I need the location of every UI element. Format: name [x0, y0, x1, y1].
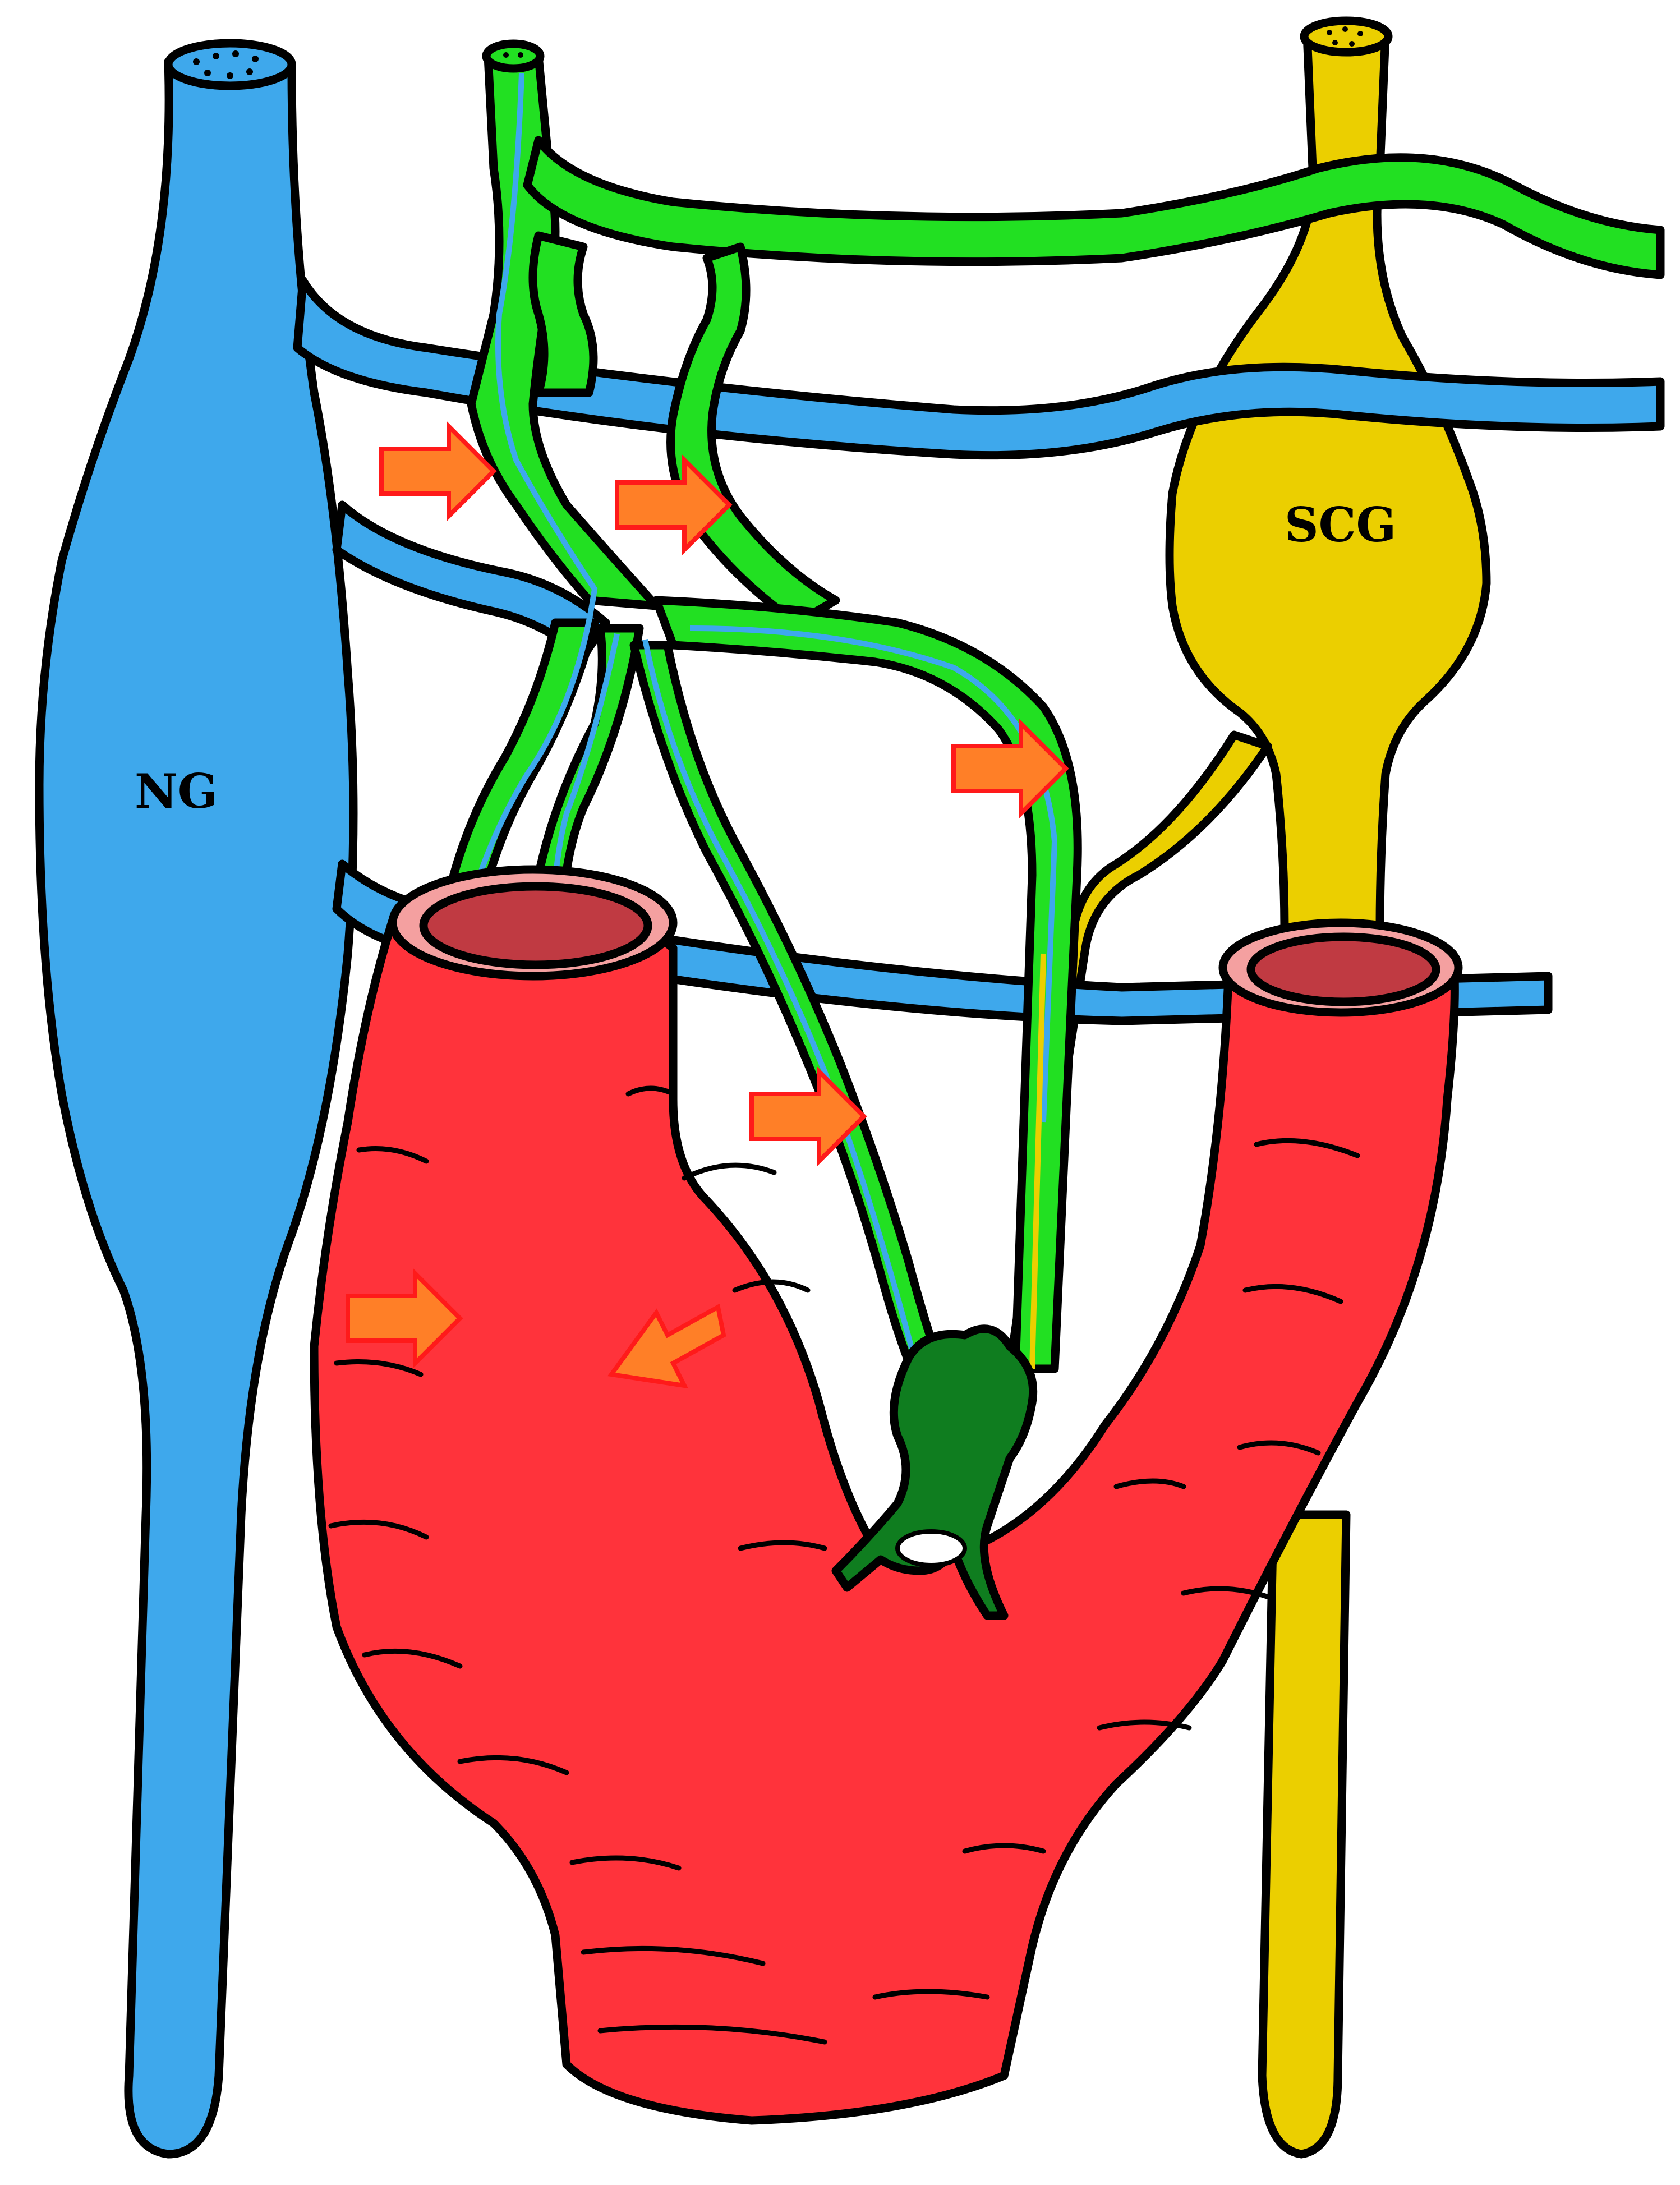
vagal-mid-branch [332, 500, 610, 661]
carotid-body-gap [895, 1529, 967, 1567]
common-carotid-artery [310, 882, 1459, 2125]
arrow-2 [615, 454, 733, 555]
vagal-upper-branch [293, 276, 1665, 460]
artery-stripes [328, 1085, 1360, 2045]
ng-top-cut [164, 39, 296, 90]
carotid-body [831, 1324, 1038, 1620]
carotid-artery [310, 865, 1463, 2125]
arrow-5 [346, 1268, 463, 1369]
ng-label: NG [135, 763, 218, 819]
external-carotid-lumen [1246, 932, 1440, 1006]
glossopharyngeal-horizontal-branch [523, 136, 1665, 279]
glossopharyngeal-loop-1 [528, 231, 598, 397]
scg-top-cut [1300, 16, 1393, 57]
arrow-4 [749, 1066, 867, 1167]
arrow-6 [607, 1303, 726, 1389]
scg-lower-trunk [1258, 1510, 1351, 2159]
glossopharyngeal-top-cut [482, 39, 545, 73]
carotid-body-mass [831, 1324, 1038, 1620]
arrow-3 [951, 718, 1069, 819]
scg-label: SCG [1285, 497, 1396, 553]
arrows [346, 421, 1069, 1389]
nodose-ganglion: NG [35, 39, 358, 2159]
arrow-1 [379, 421, 497, 522]
glossopharyngeal-nerves [422, 39, 1665, 1609]
internal-carotid-lumen [419, 882, 652, 969]
ng-body [35, 57, 358, 2159]
